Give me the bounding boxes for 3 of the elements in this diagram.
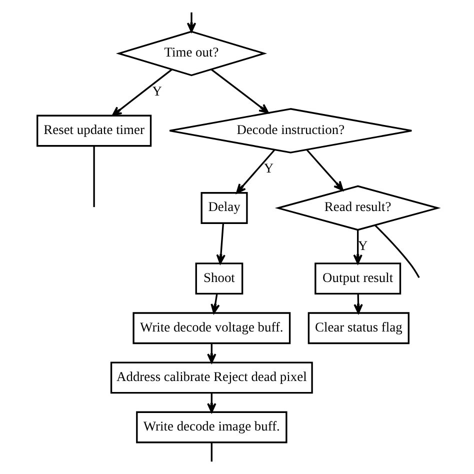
edge-label: Y: [358, 238, 368, 253]
edge-label: Y: [152, 83, 162, 98]
edge-label: Y: [263, 160, 274, 176]
